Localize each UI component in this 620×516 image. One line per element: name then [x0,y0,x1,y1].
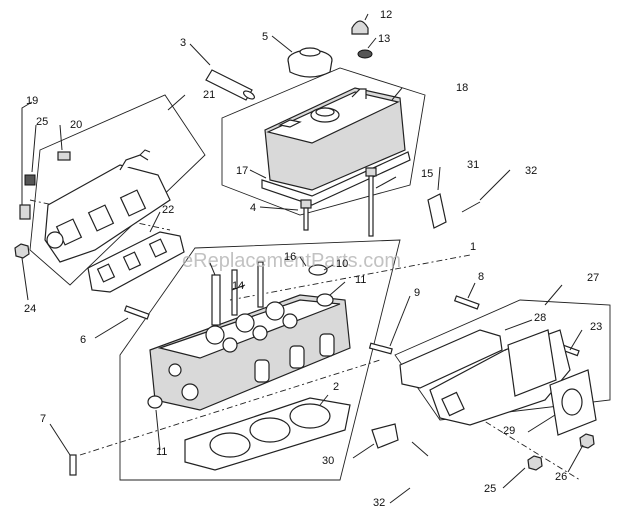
callout-12: 12 [380,9,392,21]
exhaust-nut-26 [579,433,595,449]
callout-10: 10 [336,258,348,270]
centerline-right [449,399,581,481]
callout-19: 19 [26,95,38,107]
callout-3: 3 [180,37,186,49]
cover-bolts [300,167,377,237]
intake-manifold [44,149,171,263]
callout-16: 16 [284,251,296,263]
plug-11-upper [316,293,334,307]
callout-28: 28 [534,312,546,324]
callout-17: 17 [236,165,248,177]
leader-lines [21,13,584,504]
bracket-31 [427,193,447,229]
cap-nut [351,20,369,35]
callout-18: 18 [456,82,468,94]
oil-filler-cap [287,47,333,78]
head-gasket [184,397,351,471]
callout-25-upper: 25 [36,116,48,128]
breather-hose [205,69,256,101]
callout-11-upper: 11 [355,274,366,286]
sealing-washer [357,49,373,59]
callout-7: 7 [40,413,46,425]
callout-20: 20 [70,119,82,131]
centerline-lower [79,359,381,456]
cylinder-head [149,294,351,411]
exhaust-gasket [399,329,503,389]
callout-26: 26 [555,471,567,483]
intake-studs-and-nuts [14,151,71,259]
callout-8: 8 [478,271,484,283]
bracket-30 [371,423,399,449]
callout-13: 13 [378,33,390,45]
callout-11-lower: 11 [156,446,167,458]
callout-4: 4 [250,202,256,214]
plug-10 [308,264,328,276]
callout-14: 14 [232,280,244,292]
callout-6: 6 [80,334,86,346]
callout-21: 21 [203,89,215,101]
plug-11-lower [147,395,163,409]
callout-22: 22 [162,204,174,216]
callout-5: 5 [262,31,268,43]
callout-32-upper: 32 [525,165,537,177]
exhaust-manifold-group-box [394,299,611,421]
callout-32-lower: 32 [373,497,385,509]
valve-cover-group-box [221,67,426,216]
exhaust-nut-25 [527,455,543,471]
cylinder-head-group-box [119,239,401,481]
callout-30: 30 [322,455,334,467]
glow-plug-rods [211,261,264,326]
outlet-flange [507,329,557,397]
callout-1: 1 [470,241,476,253]
callout-29: 29 [503,425,515,437]
valve-cover-gasket [261,151,411,206]
callout-31: 31 [467,159,479,171]
centerline-upper [229,254,471,301]
callout-9: 9 [414,287,420,299]
callout-27: 27 [587,272,599,284]
bolt-32-upper [461,201,481,213]
callout-25-lower: 25 [484,483,496,495]
callout-15: 15 [421,168,433,180]
valve-cover [264,87,406,191]
callout-2: 2 [333,381,339,393]
callout-24: 24 [24,303,36,315]
bolt-32-lower [411,441,429,457]
intake-gasket [87,231,185,293]
watermark: eReplacementParts.com [182,250,401,272]
callout-23: 23 [590,321,602,333]
